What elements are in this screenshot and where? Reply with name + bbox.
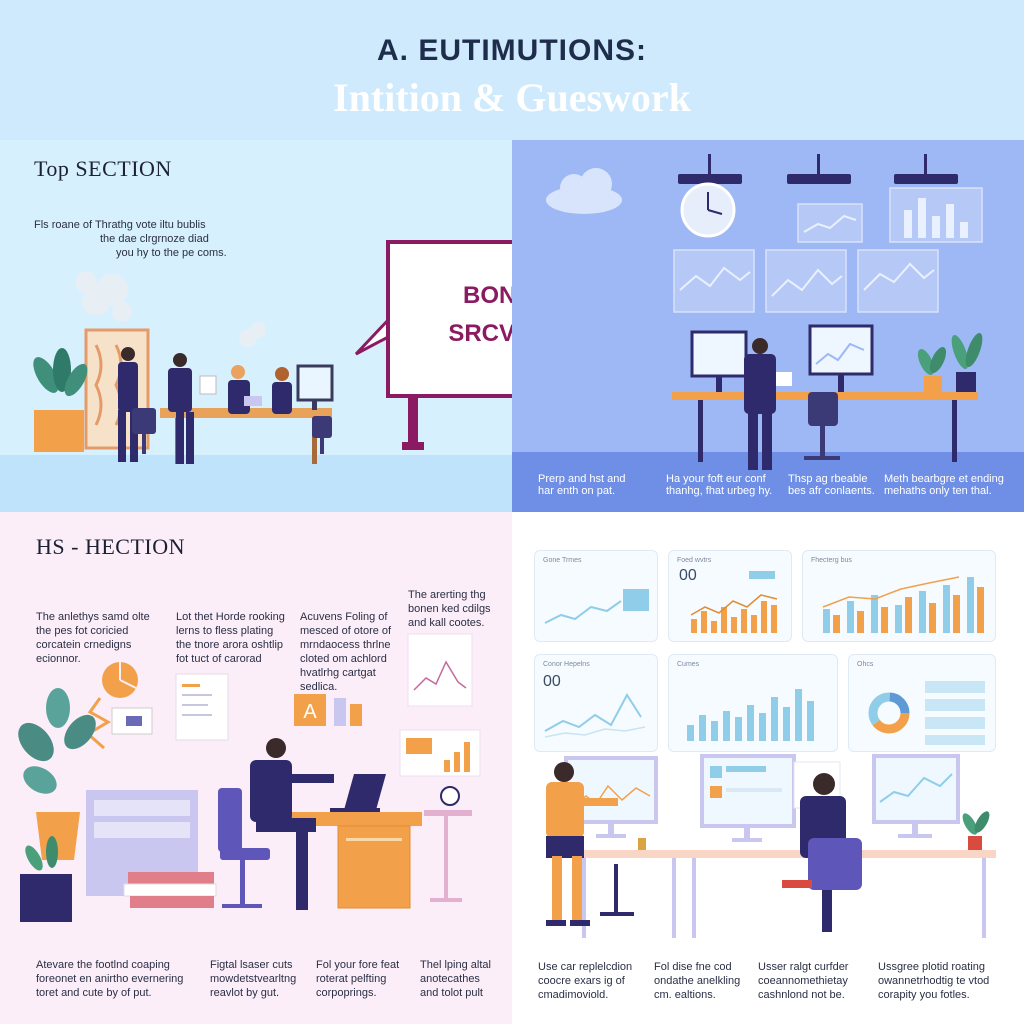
top-right-section: Prerp and hst and har enth on pat. Ha yo… — [512, 140, 1024, 512]
caption-line: Fol dise fne cod — [654, 961, 732, 973]
caption-line: Thel lping altal — [420, 959, 491, 971]
caption-line: Thsp ag rbeable — [788, 473, 868, 485]
blurb-line: The anlethys samd olte — [36, 611, 150, 623]
caption-line: ondathe anelkling — [654, 975, 741, 987]
caption-line: toret and cute by of put. — [36, 987, 152, 999]
caption-line: Ha your foft eur conf — [666, 473, 766, 485]
analytics-office-illustration — [546, 754, 996, 938]
caption-line: anotecathes — [420, 973, 480, 985]
blurb-line: cloted om achlord — [300, 653, 387, 665]
caption-line: corapity you fotles. — [878, 989, 970, 1001]
caption-line: foreonet en anirtho evernering — [36, 973, 184, 985]
blurb-line: and kall cootes. — [408, 617, 485, 629]
line-chart-icon — [544, 693, 646, 738]
blurb-line: sedlica. — [300, 681, 338, 693]
card-label: Cumes — [677, 661, 700, 668]
page-title: A. EUTIMUTIONS: — [377, 34, 647, 67]
caption-line: Fol your fore feat — [316, 959, 400, 971]
caption-line: Atevare the footlnd coaping — [36, 959, 170, 971]
card-label: Gone Trmes — [543, 557, 582, 564]
letter-tile: A — [303, 701, 317, 723]
dashboard-card: Ohcs — [848, 654, 996, 752]
section-blurb-line: Fls roane of Thrathg vote iltu bublis — [34, 219, 206, 231]
caption-line: owannetrhodtig te vtod — [878, 975, 990, 987]
caption-line: cmadimoviold. — [538, 989, 609, 1001]
section-heading: HS - HECTION — [36, 534, 185, 559]
dashboard-card: Foed wvtrs 00 — [668, 550, 792, 642]
dashboard-card: Fhecterg bus — [802, 550, 996, 642]
card-label: Fhecterg bus — [811, 557, 852, 564]
caption-line: cashnlond not be. — [758, 989, 845, 1001]
caption-line: cm. ealtions. — [654, 989, 716, 1001]
section-blurb-line: the dae clrgrnoze diad — [100, 233, 209, 245]
blurb-line: the pes fot coricied — [36, 625, 129, 637]
card-number: 00 — [543, 673, 561, 690]
caption-line: mehaths only ten thal. — [884, 485, 992, 497]
caption-line: Usser ralgt curfder — [758, 961, 849, 973]
blurb-line: Acuvens Foling of — [300, 611, 388, 623]
bottom-left-section: HS - HECTION The anlethys samd olte the … — [0, 512, 512, 1024]
caption-line: Ussgree plotid roating — [878, 961, 986, 973]
bar-chart-icon — [690, 571, 778, 633]
caption-line: Use car replelcdion — [538, 961, 633, 973]
bottom-right-section: Gone Trmes Foed wvtrs 00 Fhecterg bus — [512, 512, 1024, 1024]
donut-chart-icon — [868, 681, 985, 745]
caption-line: mowdetstvearltng — [210, 973, 297, 985]
caption-line: coeannomethietay — [758, 975, 848, 987]
caption-line: roterat pelfting — [316, 973, 387, 985]
caption-line: Figtal lsaser cuts — [210, 959, 293, 971]
caption-line: coocre exars ig of — [538, 975, 625, 987]
card-label: Foed wvtrs — [677, 557, 712, 564]
monitoring-room-illustration — [512, 154, 1024, 512]
caption-line: corpoprings. — [316, 987, 377, 999]
dashboard-card: Gone Trmes — [534, 550, 658, 642]
dashboard-card: Cumes — [668, 654, 838, 752]
header-banner — [0, 0, 1024, 140]
caption-line: har enth on pat. — [538, 485, 616, 497]
blurb-line: lerns to fless plating — [176, 625, 274, 637]
caption-line: thanhg, fhat urbeg hy. — [666, 485, 773, 497]
blurb-line: fot tuct of carorad — [176, 653, 262, 665]
section-heading: Top SECTION — [34, 156, 172, 181]
meeting-illustration — [0, 271, 512, 512]
blurb-line: ecionnor. — [36, 653, 81, 665]
blurb-line: bonen ked cdilgs — [408, 603, 491, 615]
blurb-line: hvatlrhg cartgat — [300, 667, 376, 679]
workspace-illustration: A — [18, 633, 481, 922]
caption-line: and tolot pult — [420, 987, 483, 999]
caption-line: Meth bearbgre et ending — [884, 473, 1004, 485]
dashboard-card: Conor Hepelns 00 — [534, 654, 658, 752]
blurb-line: mrndaocess thrlne — [300, 639, 391, 651]
blurb-line: corcatein crnedigns — [36, 639, 132, 651]
blurb-line: Lot thet Horde rooking — [176, 611, 285, 623]
blurb-line: The arerting thg — [408, 589, 486, 601]
bar-chart-icon — [822, 576, 984, 633]
blurb-line: mesced of otore of — [300, 625, 392, 637]
section-blurb-line: you hy to the pe coms. — [116, 247, 227, 259]
caption-line: bes afr conlaents. — [788, 485, 875, 497]
page-subtitle: Intition & Gueswork — [333, 75, 691, 120]
caption-line: reavlot by gut. — [210, 987, 280, 999]
card-label: Ohcs — [857, 661, 874, 668]
card-label: Conor Hepelns — [543, 661, 590, 668]
card-number: 00 — [679, 567, 697, 584]
caption-line: Prerp and hst and — [538, 473, 626, 485]
line-chart-icon — [544, 589, 649, 624]
blurb-line: the tnore arora oshtlip — [176, 639, 284, 651]
speech-pointer — [354, 315, 390, 356]
bar-chart-icon — [687, 689, 814, 741]
